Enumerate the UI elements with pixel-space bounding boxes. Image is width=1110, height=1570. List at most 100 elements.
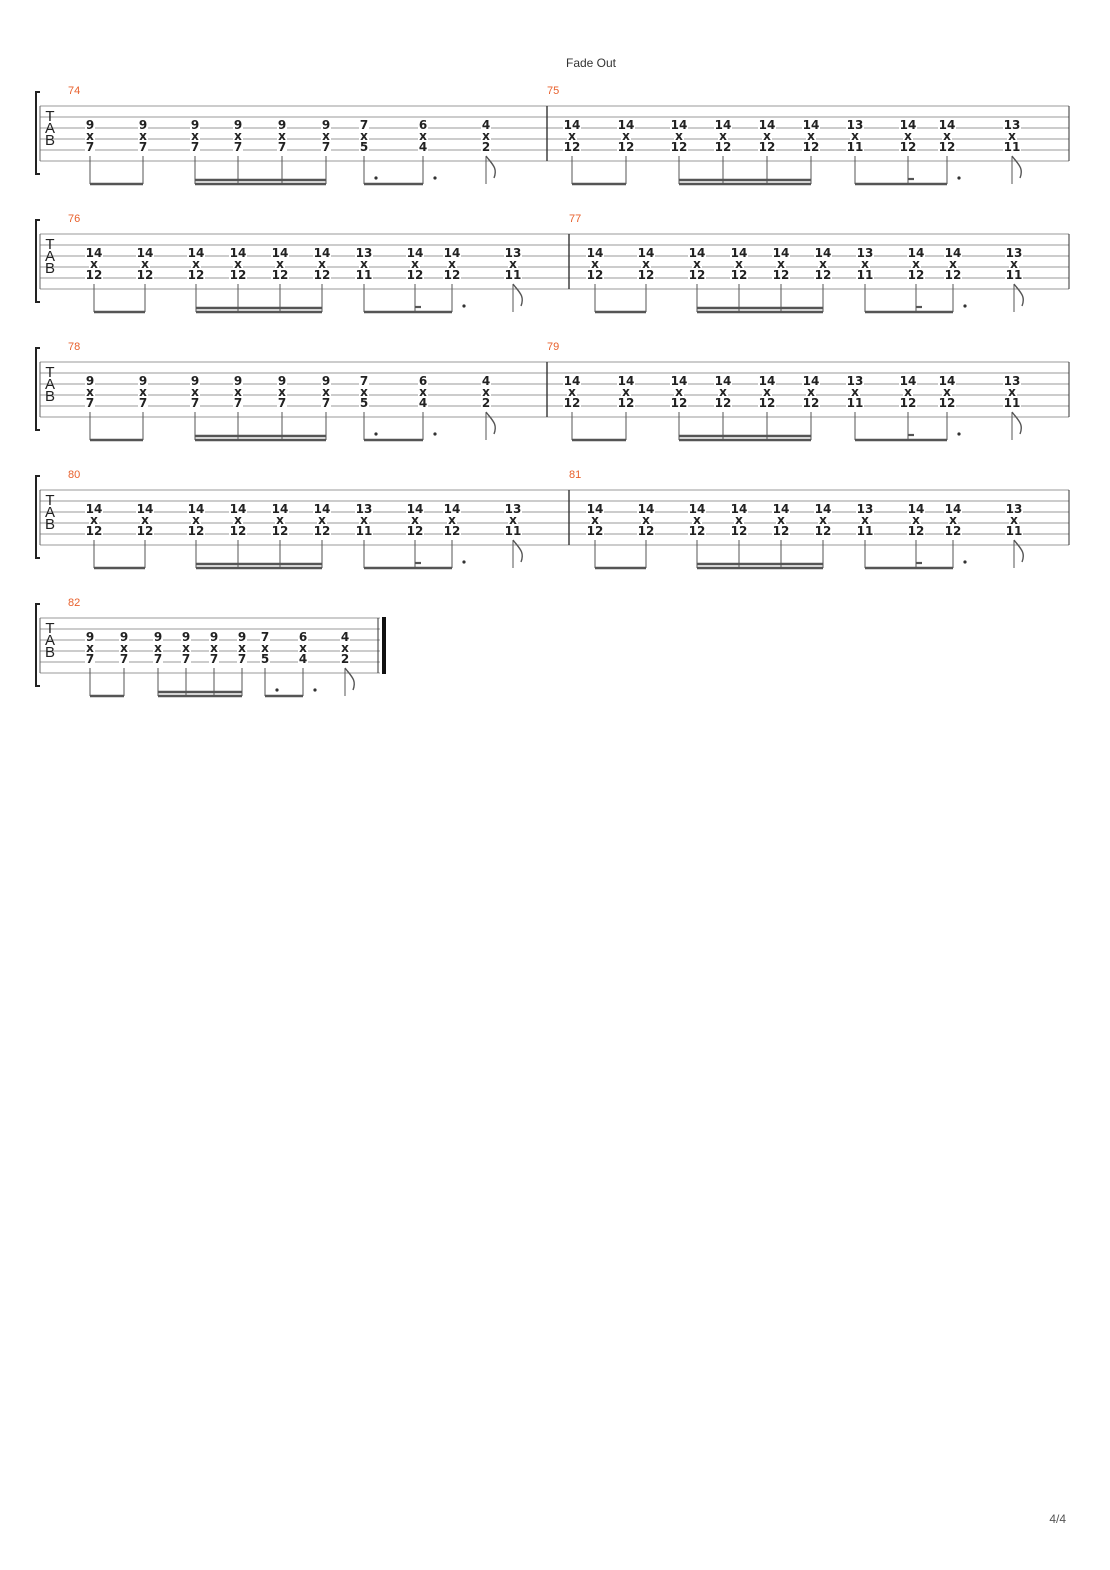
dead-note-mark: x [509,257,517,271]
fret-mask [590,258,600,269]
fret-mask [298,653,308,664]
fret-number: 2 [482,396,490,410]
fret-mask [190,119,200,130]
fret-number: 12 [803,140,820,154]
fret-mask [586,503,604,514]
dead-note-mark: x [568,129,576,143]
fret-mask [734,514,744,525]
fret-mask [275,258,285,269]
fret-number: 12 [908,268,925,282]
fret-number: 12 [444,524,461,538]
fret-mask [153,653,163,664]
fret-mask [758,397,776,408]
fret-mask [260,631,270,642]
dot [963,304,967,308]
fret-number: 14 [731,502,748,516]
fret-mask [85,247,103,258]
fret-number: 12 [900,140,917,154]
fret-number: 12 [407,524,424,538]
dead-note-mark: x [642,513,650,527]
fret-mask [714,375,732,386]
fret-number: 12 [689,524,706,538]
fret-number: 11 [356,524,373,538]
dead-note-mark: x [210,641,218,655]
fret-mask [140,514,150,525]
dead-note-mark: x [1010,513,1018,527]
fret-mask [181,653,191,664]
fret-number: 12 [188,524,205,538]
fret-mask [688,269,706,280]
fret-number: 9 [154,630,162,644]
fret-number: 14 [759,118,776,132]
tab-clef-letter: T [45,108,54,125]
fret-number: 12 [731,268,748,282]
fret-mask [191,514,201,525]
fret-number: 14 [272,502,289,516]
dot [433,432,437,436]
fret-number: 12 [444,268,461,282]
dead-note-mark: x [318,257,326,271]
fret-mask [621,386,631,397]
fret-number: 12 [759,396,776,410]
fret-number: 14 [908,246,925,260]
fret-number: 4 [482,374,490,388]
dot [275,688,279,692]
dot [462,304,466,308]
fret-number: 7 [120,652,128,666]
fret-number: 12 [638,524,655,538]
dead-note-mark: x [419,129,427,143]
fret-mask [340,642,350,653]
fret-mask [85,525,103,536]
fret-mask [190,141,200,152]
fret-number: 14 [564,118,581,132]
fret-number: 11 [847,140,864,154]
fret-mask [233,375,243,386]
fret-mask [670,375,688,386]
fret-mask [942,386,952,397]
fret-number: 12 [564,140,581,154]
fret-number: 14 [908,502,925,516]
fret-mask [406,269,424,280]
fret-mask [758,375,776,386]
fret-mask [209,653,219,664]
dead-note-mark: x [904,385,912,399]
fret-mask [406,525,424,536]
fret-mask [617,119,635,130]
fret-mask [277,130,287,141]
dead-note-mark: x [322,385,330,399]
fret-number: 12 [638,268,655,282]
fret-number: 14 [230,502,247,516]
fret-mask [907,247,925,258]
fret-mask [617,375,635,386]
dead-note-mark: x [482,129,490,143]
fret-mask [860,514,870,525]
measure-number: 76 [68,213,80,225]
fret-mask [718,130,728,141]
fret-number: 9 [322,374,330,388]
fret-mask [637,525,655,536]
fret-mask [617,397,635,408]
fret-number: 14 [407,246,424,260]
fret-mask [233,258,243,269]
fret-mask [89,258,99,269]
fret-number: 11 [356,268,373,282]
dead-note-mark: x [591,257,599,271]
final-barline-thick [382,617,386,674]
dead-note-mark: x [763,385,771,399]
dot [374,432,378,436]
fret-number: 11 [1004,140,1021,154]
fret-mask [313,525,331,536]
fret-number: 12 [564,396,581,410]
fret-mask [321,130,331,141]
fret-mask [355,525,373,536]
fret-mask [948,514,958,525]
tab-system: TAB8014x1214x1214x1214x1214x1214x1213x11… [35,469,1070,570]
fret-number: 7 [86,652,94,666]
tab-clef-letter: B [45,388,55,405]
fret-number: 7 [139,140,147,154]
dead-note-mark: x [819,513,827,527]
fret-mask [762,130,772,141]
fret-number: 9 [234,374,242,388]
fret-number: 14 [137,246,154,260]
dead-note-mark: x [777,257,785,271]
